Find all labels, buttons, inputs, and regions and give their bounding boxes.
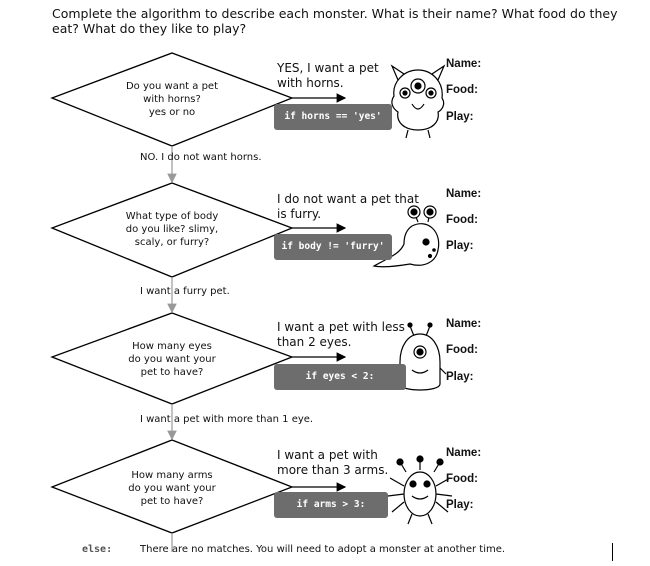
statement-3-line-1: I want a pet with less (277, 320, 405, 334)
question-3-line-2: do you want your (128, 354, 216, 365)
instructions-text: Complete the algorithm to describe each … (52, 6, 618, 36)
question-2-line-3: scaly, or furry? (134, 237, 210, 248)
statement-2-line-2: is furry. (277, 207, 322, 221)
else-text: There are no matches. You will need to a… (140, 544, 506, 555)
slug-monster-icon (372, 205, 440, 268)
food-label-3: Food: (446, 344, 478, 356)
statement-3: I want a pet with less than 2 eyes. (277, 320, 405, 350)
play-label-2: Play: (446, 240, 474, 252)
question-3-line-1: How many eyes (132, 341, 212, 352)
statement-1-line-2: with horns. (277, 76, 344, 90)
statement-2-line-1: I do not want a pet that (277, 192, 419, 206)
question-4-line-1: How many arms (131, 470, 213, 481)
statement-4: I want a pet with more than 3 arms. (277, 448, 388, 478)
statement-4-line-1: I want a pet with (277, 448, 378, 462)
name-label-1: Name: (446, 58, 482, 70)
statement-1: YES, I want a pet with horns. (277, 61, 379, 91)
question-1-line-2: with horns? (143, 94, 201, 105)
code-box-4: if arms > 3: (274, 492, 388, 518)
question-3: How many eyes do you want your pet to ha… (117, 340, 227, 379)
food-label-1: Food: (446, 84, 478, 96)
question-4: How many arms do you want your pet to ha… (117, 469, 227, 508)
question-4-line-2: do you want your (128, 483, 216, 494)
statement-2: I do not want a pet that is furry. (277, 192, 419, 222)
play-label-3: Play: (446, 371, 474, 383)
play-label-4: Play: (446, 499, 474, 511)
question-1-line-3: yes or no (148, 107, 196, 118)
question-3-line-3: pet to have? (140, 367, 204, 378)
horned-monster-icon (390, 64, 446, 139)
statement-4-line-2: more than 3 arms. (277, 463, 389, 477)
question-2-line-2: do you like? slimy, (125, 224, 219, 235)
text-cursor (612, 543, 613, 561)
code-box-1: if horns == 'yes' (274, 104, 392, 130)
play-label-1: Play: (446, 111, 474, 123)
question-2: What type of body do you like? slimy, sc… (117, 210, 227, 249)
branch-label-1: NO. I do not want horns. (140, 152, 262, 163)
code-box-2: if body != 'furry' (274, 234, 392, 260)
question-1-line-1: Do you want a pet (125, 81, 219, 92)
question-4-line-3: pet to have? (140, 496, 204, 507)
name-label-2: Name: (446, 188, 482, 200)
food-label-2: Food: (446, 214, 478, 226)
branch-label-3: I want a pet with more than 1 eye. (140, 414, 314, 425)
name-label-4: Name: (446, 447, 482, 459)
branch-label-2: I want a furry pet. (140, 286, 230, 297)
name-label-3: Name: (446, 318, 482, 330)
question-2-line-1: What type of body (125, 211, 219, 222)
statement-3-line-2: than 2 eyes. (277, 335, 352, 349)
question-1: Do you want a pet with horns? yes or no (117, 80, 227, 119)
else-keyword: else: (82, 544, 113, 555)
statement-1-line-1: YES, I want a pet (277, 61, 379, 75)
one-eyed-monster-icon (393, 322, 447, 391)
food-label-4: Food: (446, 473, 478, 485)
many-armed-monster-icon (387, 455, 453, 525)
code-box-3: if eyes < 2: (274, 364, 406, 390)
